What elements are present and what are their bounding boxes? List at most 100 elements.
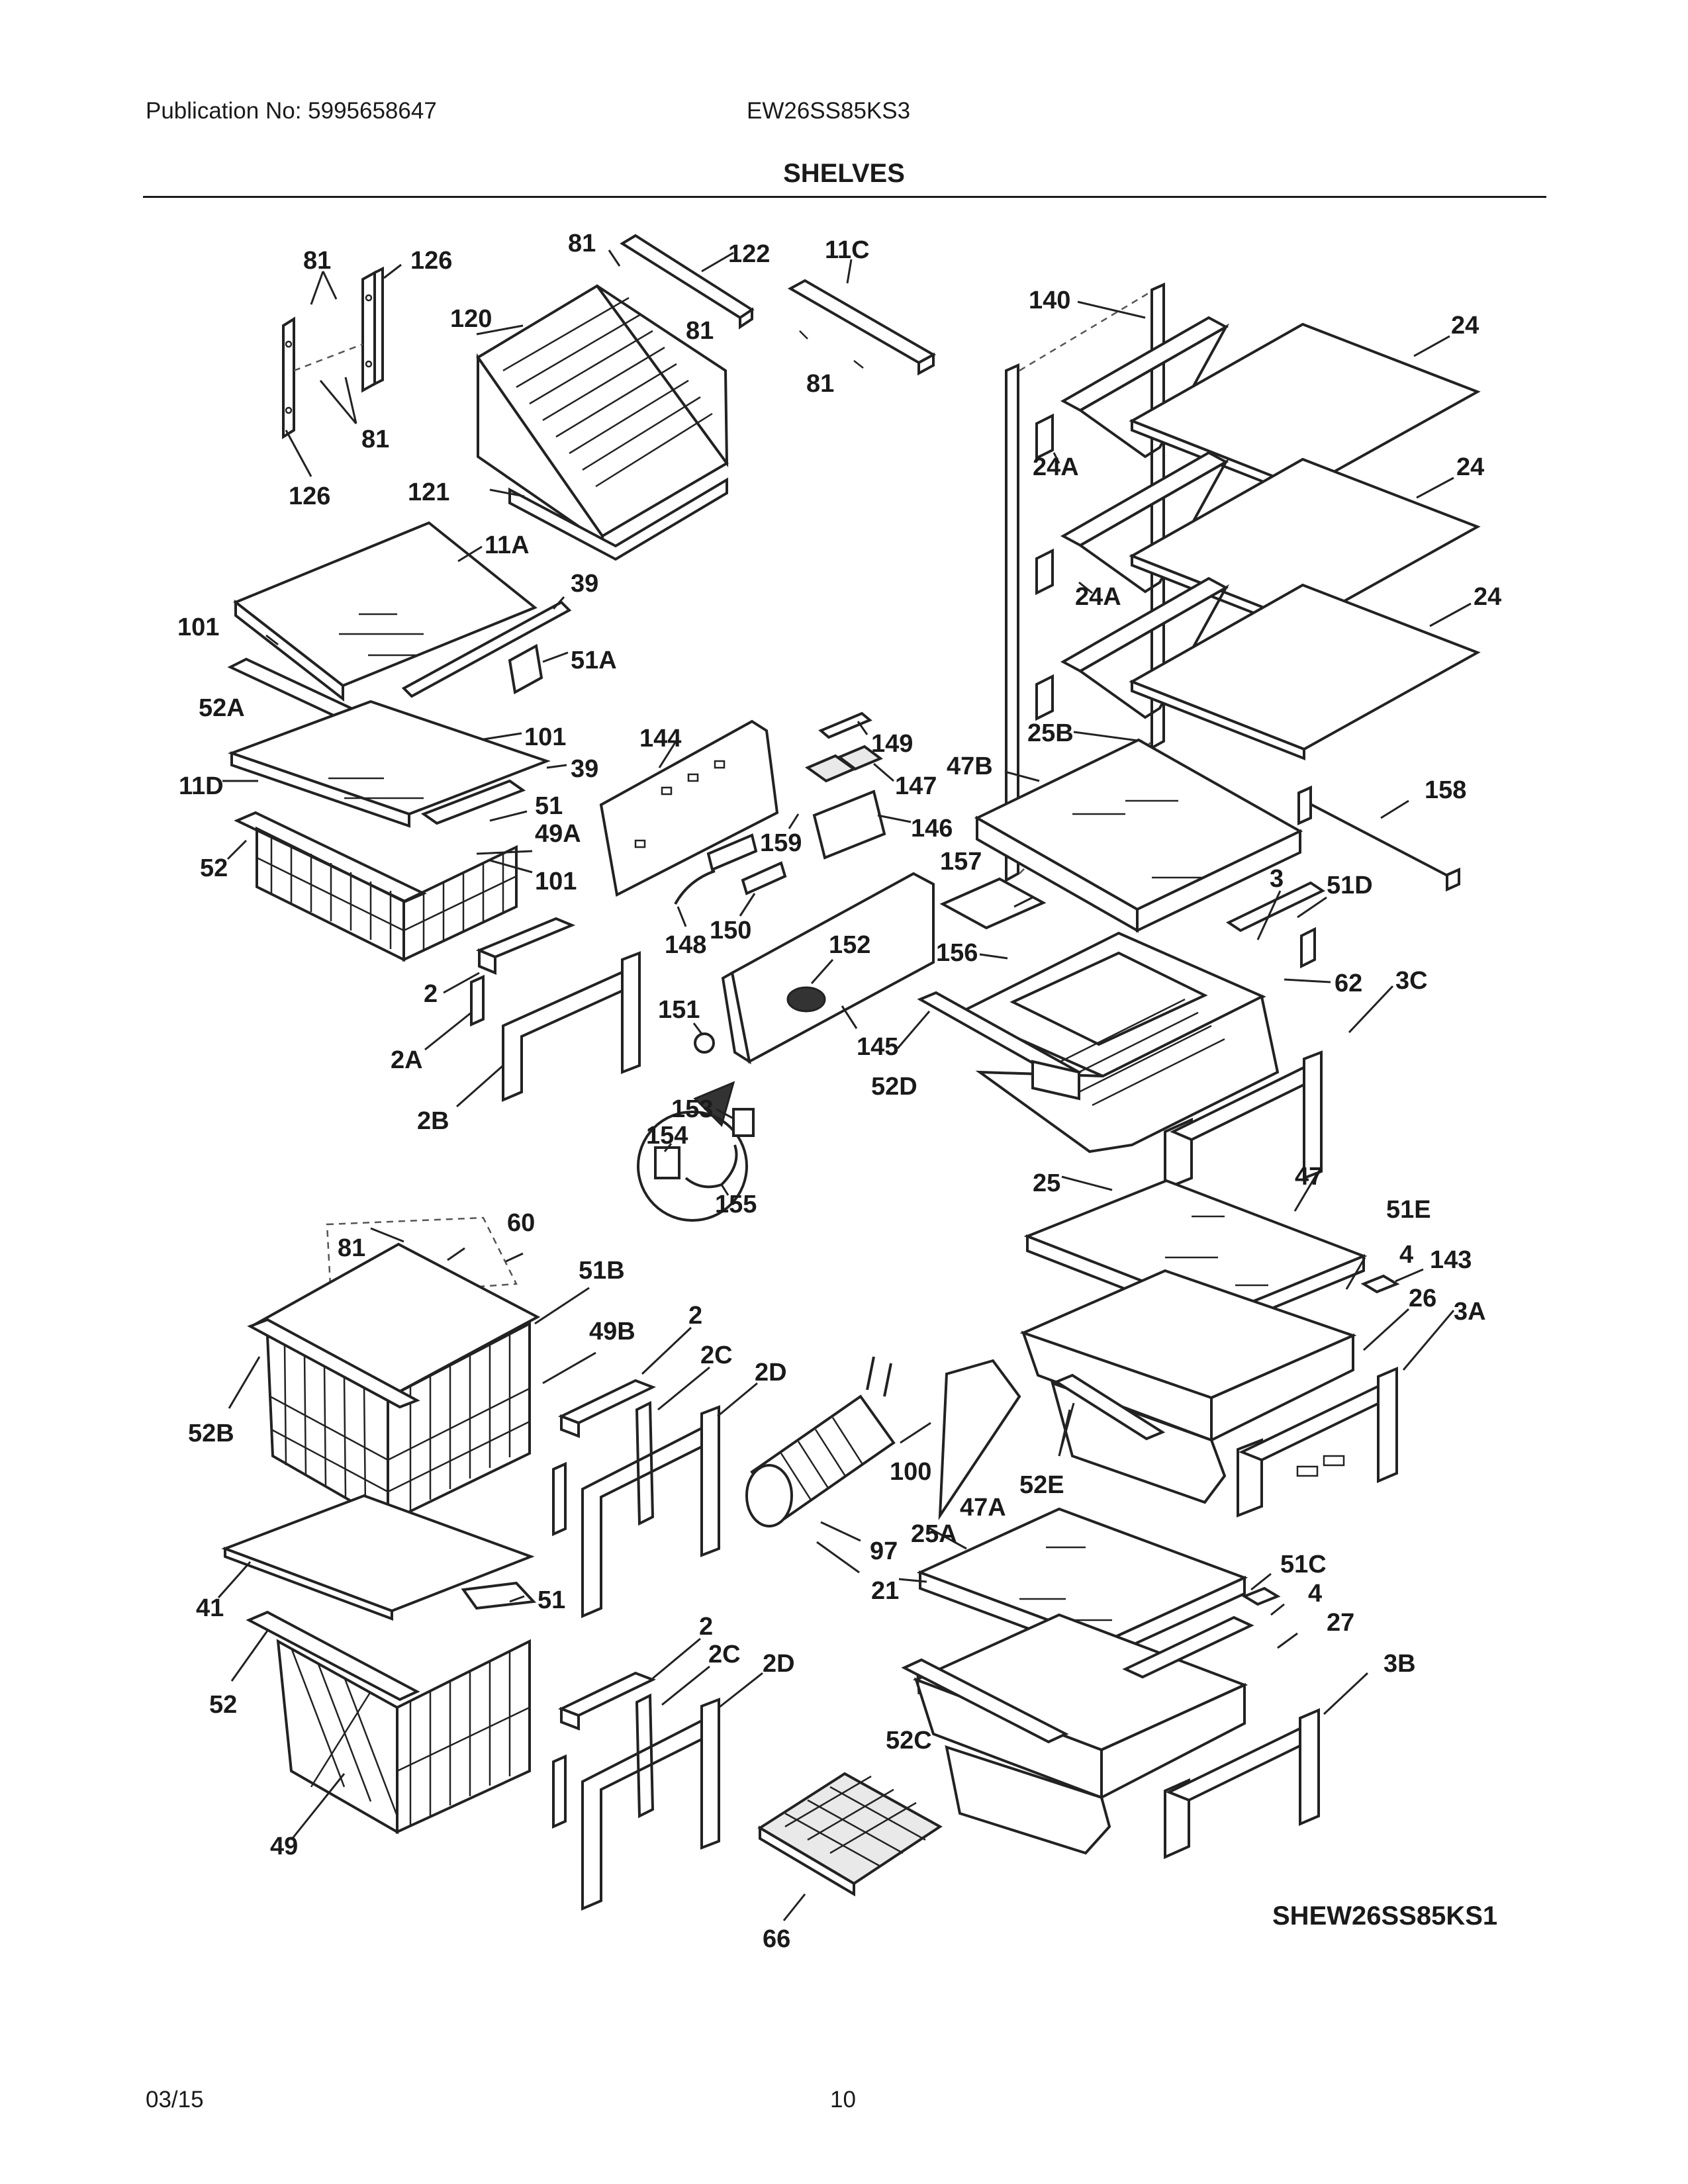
rail-11c bbox=[787, 259, 937, 376]
part-label: 3A bbox=[1454, 1298, 1486, 1326]
part-label: 101 bbox=[524, 723, 566, 751]
part-label: 11D bbox=[179, 772, 224, 800]
part-label: 126 bbox=[289, 482, 330, 510]
part-label: 147 bbox=[895, 772, 937, 800]
icemaker-housing-144 bbox=[599, 719, 779, 897]
part-label: 2C bbox=[708, 1641, 741, 1668]
part-label: 2 bbox=[699, 1613, 713, 1641]
part-label: 100 bbox=[890, 1458, 931, 1486]
shelf-24-top bbox=[1035, 316, 1481, 500]
part-label: 126 bbox=[410, 247, 452, 275]
part-label: 159 bbox=[760, 829, 802, 857]
part-label: 156 bbox=[936, 939, 978, 967]
crisper-rail-52e bbox=[1053, 1373, 1166, 1457]
part-label: 154 bbox=[646, 1122, 688, 1150]
part-label: 2 bbox=[688, 1302, 702, 1330]
part-label: 2A bbox=[391, 1046, 423, 1074]
shelf-24-bottom bbox=[1035, 576, 1481, 760]
part-label: 52 bbox=[209, 1691, 237, 1719]
section-title: SHELVES bbox=[783, 159, 905, 188]
part-label: 26 bbox=[1409, 1285, 1436, 1312]
part-label: 81 bbox=[806, 370, 834, 398]
part-label: 151 bbox=[658, 996, 700, 1024]
part-label: 66 bbox=[763, 1925, 790, 1953]
part-label: 158 bbox=[1425, 776, 1466, 804]
crisper-bin-26 bbox=[1019, 1257, 1455, 1518]
part-label: 39 bbox=[571, 755, 598, 783]
part-label: 39 bbox=[571, 570, 598, 598]
filter-66 bbox=[757, 1772, 943, 1921]
part-label: 2 bbox=[424, 980, 438, 1008]
part-label: 24 bbox=[1474, 583, 1501, 611]
part-label: 81 bbox=[361, 426, 389, 453]
part-label: 3 bbox=[1270, 865, 1284, 893]
part-label: 157 bbox=[940, 848, 982, 876]
part-label: 143 bbox=[1430, 1246, 1472, 1274]
part-label: 2D bbox=[763, 1650, 795, 1678]
part-label: 51A bbox=[571, 647, 617, 674]
part-label: 52A bbox=[199, 694, 245, 722]
part-label: 62 bbox=[1335, 970, 1362, 997]
part-label: 145 bbox=[857, 1033, 898, 1061]
part-label: 121 bbox=[408, 478, 449, 506]
part-label: 52D bbox=[871, 1073, 917, 1101]
part-label: 47A bbox=[960, 1494, 1006, 1522]
part-label: 49A bbox=[535, 820, 581, 848]
bracket-126-pair bbox=[282, 263, 402, 477]
part-label: 150 bbox=[710, 917, 751, 944]
part-label: 149 bbox=[871, 730, 913, 758]
part-label: 24 bbox=[1456, 453, 1484, 481]
part-label: 81 bbox=[686, 317, 714, 345]
icemaker-145 bbox=[692, 872, 935, 1065]
deli-drawer-47b bbox=[974, 738, 1303, 933]
part-label: 120 bbox=[450, 305, 492, 333]
part-label: 122 bbox=[728, 240, 770, 268]
part-label: 24A bbox=[1075, 583, 1121, 611]
deli-drawer-tray-3 bbox=[896, 877, 1394, 1191]
part-label: 60 bbox=[507, 1209, 535, 1237]
part-label: 11C bbox=[825, 236, 870, 264]
icemaker-wiring-148-150 bbox=[674, 833, 787, 927]
part-label: 81 bbox=[568, 230, 596, 257]
bin-2c-2d-top bbox=[552, 1326, 758, 1619]
freezer-basket-49 bbox=[230, 1581, 537, 1841]
publication-number: Publication No: 5995658647 bbox=[146, 98, 437, 124]
part-label: 144 bbox=[639, 725, 681, 752]
part-label: 101 bbox=[535, 868, 577, 895]
icemaker-parts-147-149-146 bbox=[788, 711, 912, 860]
side-rails-140 bbox=[1005, 282, 1165, 883]
part-label: 2D bbox=[755, 1359, 787, 1387]
part-label: 4 bbox=[1308, 1580, 1322, 1608]
part-label: 140 bbox=[1029, 287, 1070, 314]
wire-basket-52 bbox=[226, 779, 533, 962]
part-label: 51C bbox=[1280, 1551, 1327, 1578]
part-label: 2B bbox=[417, 1107, 449, 1135]
part-label: 47B bbox=[947, 752, 993, 780]
freezer-basket-49b bbox=[228, 1216, 596, 1525]
part-label: 155 bbox=[715, 1191, 757, 1218]
part-label: 4 bbox=[1399, 1241, 1413, 1269]
part-label: 11A bbox=[485, 531, 530, 559]
part-label: 51D bbox=[1327, 872, 1373, 899]
part-label: 52E bbox=[1019, 1471, 1064, 1499]
part-label: 2C bbox=[700, 1342, 733, 1369]
part-label: 148 bbox=[665, 931, 706, 959]
rail-122 bbox=[608, 234, 755, 330]
crisper-bin-27 bbox=[901, 1572, 1369, 1860]
diagram-code: SHEW26SS85KS1 bbox=[1272, 1901, 1497, 1931]
part-label: 81 bbox=[338, 1234, 365, 1262]
part-label: 97 bbox=[870, 1537, 898, 1565]
part-label: 24 bbox=[1451, 312, 1479, 340]
divider-41 bbox=[217, 1494, 535, 1621]
part-label: 51 bbox=[538, 1586, 565, 1614]
part-label: 146 bbox=[911, 815, 953, 842]
footer-page-number: 10 bbox=[830, 2087, 856, 2113]
part-label: 3B bbox=[1383, 1650, 1416, 1678]
part-label: 153 bbox=[671, 1095, 713, 1123]
glass-shelf-11d bbox=[222, 700, 567, 828]
part-label: 51B bbox=[579, 1257, 625, 1285]
part-label: 25A bbox=[911, 1520, 957, 1548]
part-label: 25B bbox=[1027, 719, 1074, 747]
bin-2-2a-2b bbox=[424, 917, 641, 1108]
